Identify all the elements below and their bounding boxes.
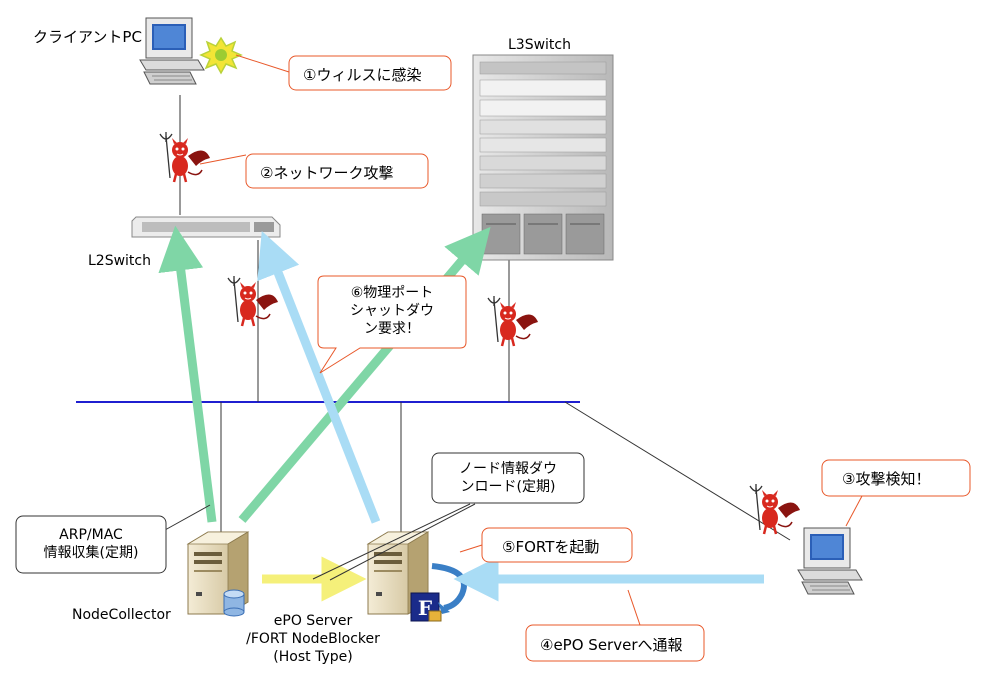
attacker-pc-device <box>797 527 863 595</box>
arrow-epo-l2 <box>257 231 381 524</box>
callout-3-text: ③攻撃検知！ <box>842 470 931 488</box>
arp-line2: 情報収集(定期) <box>43 545 139 561</box>
client-pc-label: クライアントPC <box>33 28 142 46</box>
devil-icon-client <box>158 130 212 184</box>
client-pc-device <box>139 17 205 85</box>
arp-line1: ARP/MAC <box>59 527 123 543</box>
fort-logo-icon: F <box>410 592 442 622</box>
devil-icon-detected <box>748 482 802 536</box>
arrow-collect-l2 <box>158 225 217 523</box>
callout-6-line2: シャットダウ <box>350 303 434 319</box>
callout-1-box <box>288 55 452 91</box>
db-cylinder-icon <box>223 589 245 617</box>
epo-server-label: ePO Server /FORT NodeBlocker (Host Type) <box>243 612 383 666</box>
callout-2-box <box>245 153 429 189</box>
devil-icon-l2port <box>226 274 280 328</box>
node-collector-label: NodeCollector <box>72 607 171 623</box>
download-box <box>431 452 585 504</box>
l3switch-label: L3Switch <box>508 37 571 53</box>
arp-text: ARP/MAC 情報収集(定期) <box>18 526 164 562</box>
callout-5-box <box>481 527 633 563</box>
download-line2: ンロード(定期) <box>460 479 556 495</box>
callout-6-line1: ⑥物理ポート <box>350 285 434 301</box>
epo-server-label-line2: /FORT NodeBlocker <box>246 631 380 647</box>
callout-6-box <box>317 275 467 374</box>
callout-3-box <box>821 459 971 497</box>
callout-4-box <box>525 624 705 662</box>
callout-pointers-black <box>164 503 476 581</box>
callout-1-text: ①ウィルスに感染 <box>303 66 422 84</box>
callout-6-line3: ン要求！ <box>364 321 420 337</box>
download-text: ノード情報ダウ ンロード(定期) <box>434 460 582 496</box>
virus-icon <box>199 36 243 75</box>
arp-box <box>15 515 167 574</box>
l3switch-chassis <box>472 54 614 261</box>
callout-2-text: ②ネットワーク攻撃 <box>260 164 394 182</box>
devil-icon-l3port <box>486 294 540 348</box>
l2switch-label: L2Switch <box>88 253 151 269</box>
download-line1: ノード情報ダウ <box>459 461 557 477</box>
epo-server-label-line3: (Host Type) <box>273 649 353 665</box>
callout-5-text: ⑤FORTを起動 <box>502 538 600 556</box>
callout-pointers <box>199 54 863 626</box>
epo-server-label-line1: ePO Server <box>273 613 353 629</box>
callout-6-text: ⑥物理ポート シャットダウ ン要求！ <box>320 284 464 338</box>
l2switch-device <box>131 216 281 238</box>
callout-4-text: ④ePO Serverへ通報 <box>540 636 683 654</box>
